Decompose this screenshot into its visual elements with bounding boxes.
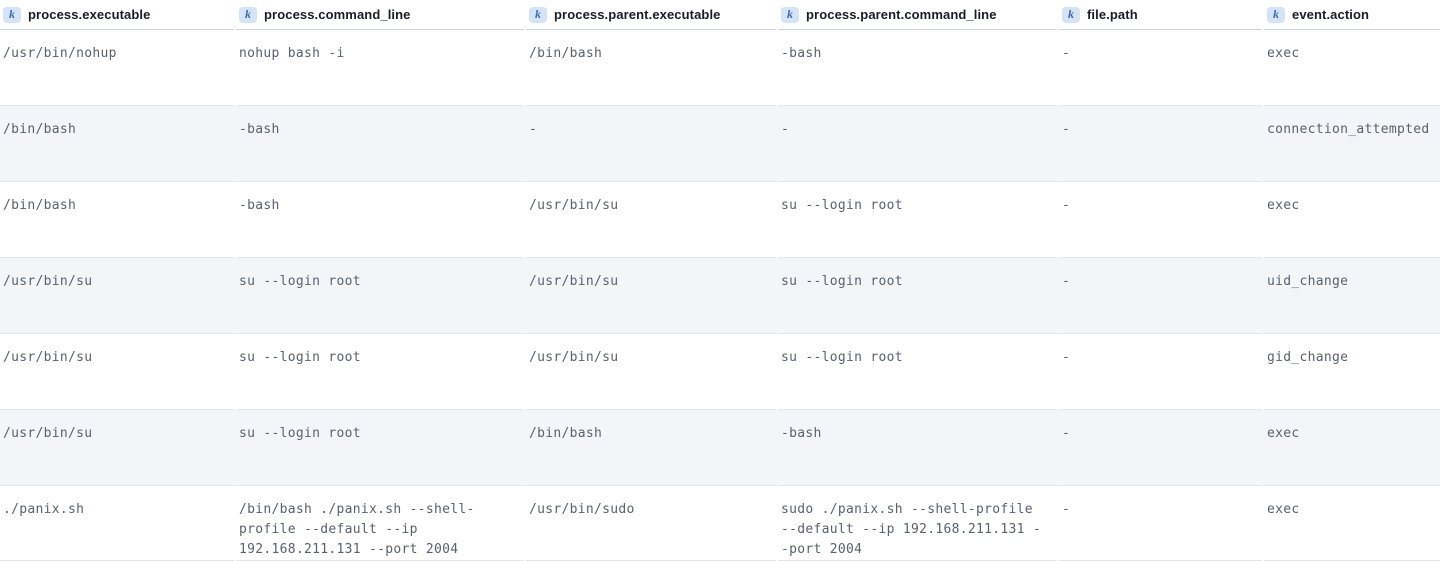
table-row: /usr/bin/su su --login root /bin/bash -b… bbox=[0, 410, 1440, 486]
cell-file-path[interactable]: - bbox=[1059, 30, 1262, 106]
cell-file-path[interactable]: - bbox=[1059, 258, 1262, 334]
cell-file-path[interactable]: - bbox=[1059, 410, 1262, 486]
cell-process-parent-command-line[interactable]: sudo ./panix.sh --shell-profile --defaul… bbox=[778, 486, 1057, 561]
cell-event-action[interactable]: exec bbox=[1264, 30, 1440, 106]
table-row: /bin/bash -bash - - - connection_attempt… bbox=[0, 106, 1440, 182]
cell-process-command-line[interactable]: /bin/bash ./panix.sh --shell-profile --d… bbox=[236, 486, 524, 561]
keyword-field-type-icon: k bbox=[781, 6, 799, 23]
cell-file-path[interactable]: - bbox=[1059, 334, 1262, 410]
cell-process-parent-executable[interactable]: /usr/bin/sudo bbox=[526, 486, 776, 561]
keyword-field-type-icon: k bbox=[1062, 6, 1080, 23]
column-header-label: file.path bbox=[1087, 7, 1138, 22]
keyword-field-type-icon: k bbox=[239, 6, 257, 23]
cell-file-path[interactable]: - bbox=[1059, 486, 1262, 561]
cell-process-parent-command-line[interactable]: -bash bbox=[778, 30, 1057, 106]
column-header-label: process.executable bbox=[28, 7, 151, 22]
cell-event-action[interactable]: connection_attempted bbox=[1264, 106, 1440, 182]
cell-process-command-line[interactable]: su --login root bbox=[236, 410, 524, 486]
cell-process-parent-command-line[interactable]: su --login root bbox=[778, 334, 1057, 410]
table-row: /bin/bash -bash /usr/bin/su su --login r… bbox=[0, 182, 1440, 258]
cell-process-parent-executable[interactable]: /bin/bash bbox=[526, 30, 776, 106]
cell-process-executable[interactable]: /usr/bin/nohup bbox=[0, 30, 234, 106]
column-header-label: process.command_line bbox=[264, 7, 411, 22]
cell-process-parent-command-line[interactable]: su --login root bbox=[778, 258, 1057, 334]
cell-event-action[interactable]: exec bbox=[1264, 410, 1440, 486]
cell-event-action[interactable]: exec bbox=[1264, 486, 1440, 561]
cell-process-command-line[interactable]: -bash bbox=[236, 182, 524, 258]
keyword-field-type-icon: k bbox=[3, 6, 21, 23]
cell-process-executable[interactable]: /usr/bin/su bbox=[0, 334, 234, 410]
column-header-event-action[interactable]: k event.action bbox=[1264, 0, 1440, 30]
column-header-process-executable[interactable]: k process.executable bbox=[0, 0, 234, 30]
cell-process-parent-executable[interactable]: /usr/bin/su bbox=[526, 182, 776, 258]
cell-process-command-line[interactable]: su --login root bbox=[236, 258, 524, 334]
cell-process-executable[interactable]: /bin/bash bbox=[0, 182, 234, 258]
cell-process-parent-command-line[interactable]: -bash bbox=[778, 410, 1057, 486]
keyword-field-type-icon: k bbox=[1267, 6, 1285, 23]
column-header-file-path[interactable]: k file.path bbox=[1059, 0, 1262, 30]
cell-process-parent-command-line[interactable]: su --login root bbox=[778, 182, 1057, 258]
table-row: /usr/bin/su su --login root /usr/bin/su … bbox=[0, 258, 1440, 334]
table-row: /usr/bin/nohup nohup bash -i /bin/bash -… bbox=[0, 30, 1440, 106]
cell-file-path[interactable]: - bbox=[1059, 106, 1262, 182]
cell-process-executable[interactable]: /usr/bin/su bbox=[0, 258, 234, 334]
column-header-process-parent-command-line[interactable]: k process.parent.command_line bbox=[778, 0, 1057, 30]
cell-event-action[interactable]: uid_change bbox=[1264, 258, 1440, 334]
cell-process-executable[interactable]: /bin/bash bbox=[0, 106, 234, 182]
cell-event-action[interactable]: exec bbox=[1264, 182, 1440, 258]
cell-process-executable[interactable]: ./panix.sh bbox=[0, 486, 234, 561]
table-row: /usr/bin/su su --login root /usr/bin/su … bbox=[0, 334, 1440, 410]
column-header-label: event.action bbox=[1292, 7, 1370, 22]
cell-process-parent-executable[interactable]: /usr/bin/su bbox=[526, 334, 776, 410]
table-row: ./panix.sh /bin/bash ./panix.sh --shell-… bbox=[0, 486, 1440, 561]
column-header-label: process.parent.executable bbox=[554, 7, 721, 22]
cell-process-parent-executable[interactable]: /bin/bash bbox=[526, 410, 776, 486]
column-header-process-parent-executable[interactable]: k process.parent.executable bbox=[526, 0, 776, 30]
cell-process-executable[interactable]: /usr/bin/su bbox=[0, 410, 234, 486]
data-grid-header-row: k process.executable k process.command_l… bbox=[0, 0, 1440, 30]
cell-process-command-line[interactable]: -bash bbox=[236, 106, 524, 182]
column-header-label: process.parent.command_line bbox=[806, 7, 997, 22]
keyword-field-type-icon: k bbox=[529, 6, 547, 23]
cell-process-parent-executable[interactable]: - bbox=[526, 106, 776, 182]
cell-file-path[interactable]: - bbox=[1059, 182, 1262, 258]
cell-process-parent-executable[interactable]: /usr/bin/su bbox=[526, 258, 776, 334]
cell-process-command-line[interactable]: nohup bash -i bbox=[236, 30, 524, 106]
column-header-process-command-line[interactable]: k process.command_line bbox=[236, 0, 524, 30]
cell-event-action[interactable]: gid_change bbox=[1264, 334, 1440, 410]
cell-process-parent-command-line[interactable]: - bbox=[778, 106, 1057, 182]
cell-process-command-line[interactable]: su --login root bbox=[236, 334, 524, 410]
